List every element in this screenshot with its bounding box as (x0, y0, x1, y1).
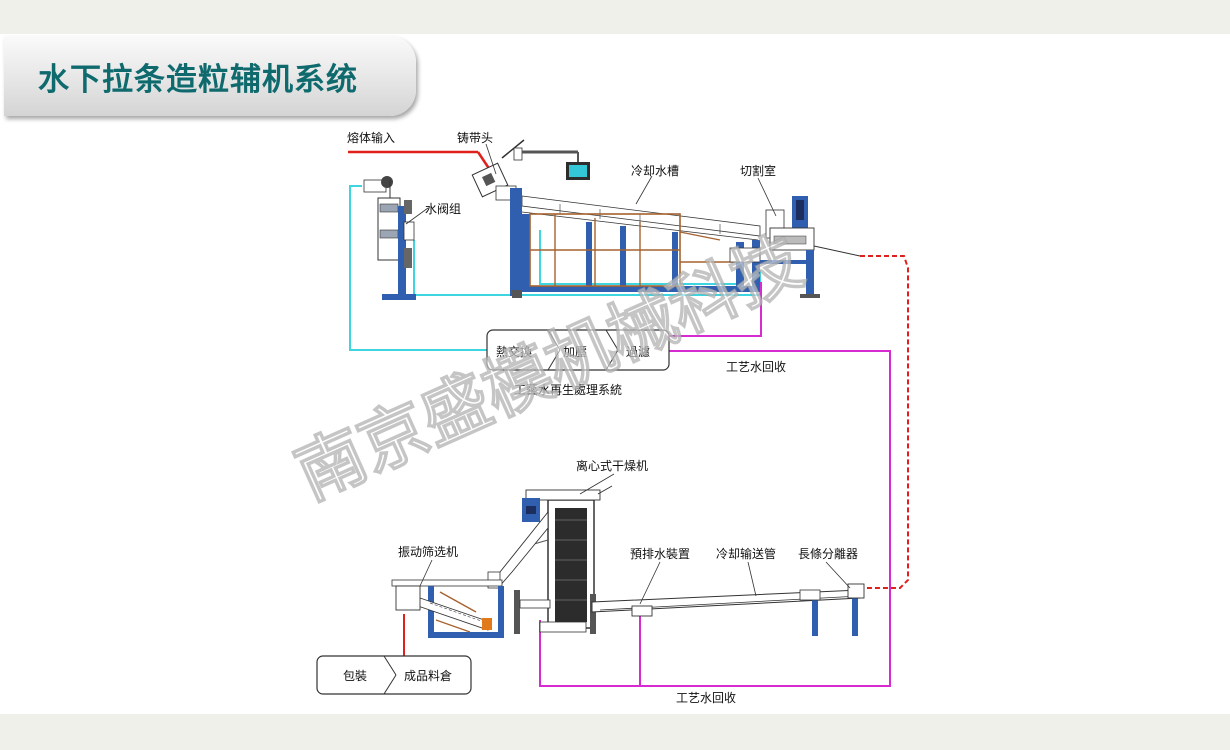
leader-lines (405, 143, 851, 605)
cooling-tank-machine (510, 188, 761, 298)
label-water-recovery-2: 工艺水回收 (676, 691, 736, 705)
label-cutting-chamber: 切割室 (740, 163, 776, 178)
label-water-valve-group: 水阀组 (425, 202, 461, 216)
packaging-box (316, 655, 472, 695)
cooling-conveying-pipe (591, 583, 865, 636)
casting-head-machine (471, 139, 590, 201)
top-band (0, 0, 1230, 34)
label-packaging: 包裝 (343, 669, 367, 683)
recovery-pipe-top (640, 282, 891, 687)
bottom-band (0, 714, 1230, 750)
label-cooling-tank: 冷却水槽 (631, 164, 679, 178)
label-pressurize: 加壓 (563, 345, 587, 359)
title-banner: 水下拉条造粒辅机系统 (4, 36, 416, 116)
label-water-recovery-1: 工艺水回收 (726, 360, 786, 374)
label-pre-drain: 預排水裝置 (630, 547, 690, 561)
page-title: 水下拉条造粒辅机系统 (38, 62, 358, 98)
cutting-chamber-machine (760, 196, 861, 298)
label-melt-input: 熔体输入 (347, 130, 395, 145)
label-filter: 過濾 (626, 344, 650, 359)
centrifugal-dryer-machine (514, 485, 613, 634)
discharge-chute (487, 510, 549, 589)
vibrating-screen-machine (391, 579, 504, 638)
melt-input-pipe (348, 150, 492, 171)
label-centrifugal-dryer: 离心式干燥机 (576, 458, 648, 473)
label-cooling-pipe: 冷却输送管 (716, 546, 776, 561)
strand-return-pipe (860, 255, 909, 589)
label-regen-system: 工藝水再生處理系統 (514, 383, 622, 397)
label-heat-exchange: 熱交換 (496, 344, 532, 359)
label-vibrating-screen: 振动筛选机 (398, 544, 458, 559)
regen-system-box (486, 329, 670, 371)
water-valve-group-machine (363, 176, 416, 300)
label-casting-head: 铸带头 (457, 130, 493, 145)
label-product-silo: 成品料倉 (404, 668, 452, 683)
label-strand-separator: 長條分離器 (798, 547, 858, 561)
recovery-pipe-bottom (539, 612, 641, 687)
